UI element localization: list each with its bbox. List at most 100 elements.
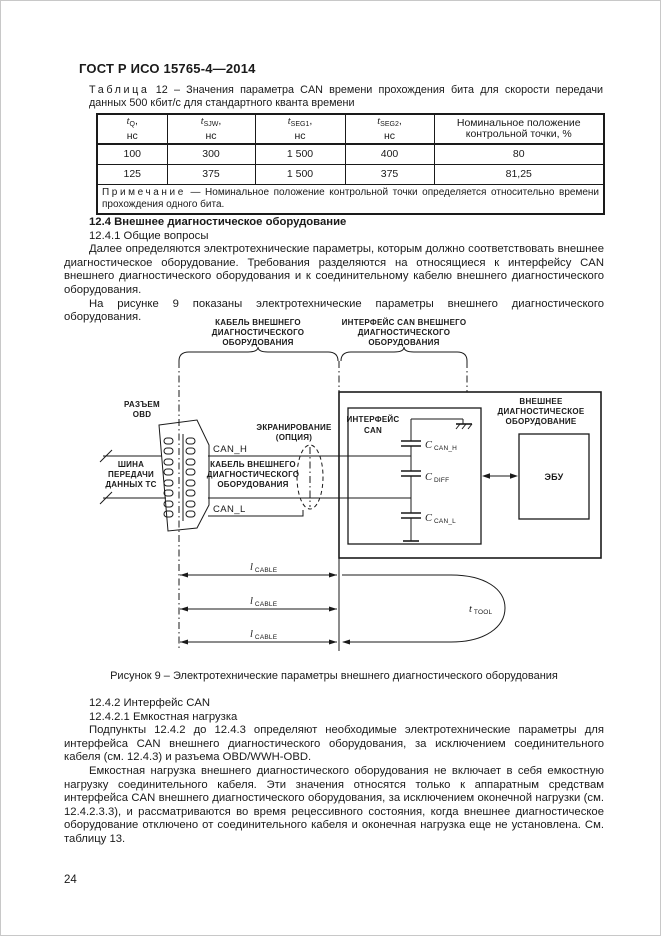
obd-connector-pins (163, 437, 196, 518)
svg-text:ДИАГНОСТИЧЕСКОГО: ДИАГНОСТИЧЕСКОГО (358, 328, 450, 337)
svg-text:ЭКРАНИРОВАНИЕ: ЭКРАНИРОВАНИЕ (256, 423, 332, 432)
svg-text:ВНЕШНЕЕ: ВНЕШНЕЕ (519, 397, 563, 406)
figure-caption: Рисунок 9 – Электротехнические параметры… (110, 670, 558, 682)
tool-loop-curve (342, 574, 506, 643)
col-header-tseg2: tSEG2,нс (344, 113, 435, 145)
table-caption-text: – Значения параметра CAN времени прохожд… (89, 84, 604, 109)
table-cell: 375 (344, 164, 435, 185)
can-l-label: CAN_L (213, 504, 246, 515)
svg-text:РАЗЪЕМ: РАЗЪЕМ (124, 400, 160, 409)
capacitor-chain (401, 419, 421, 542)
paragraph: Подпункты 12.4.2 до 12.4.3 определяют не… (64, 724, 604, 764)
table-note-row: Примечание — Номинальное положение контр… (96, 184, 605, 215)
paragraph: Емкостная нагрузка внешнего диагностичес… (64, 764, 604, 845)
svg-text:ДИАГНОСТИЧЕСКОЕ: ДИАГНОСТИЧЕСКОЕ (498, 407, 585, 416)
svg-text:КАБЕЛЬ ВНЕШНЕГО: КАБЕЛЬ ВНЕШНЕГО (210, 460, 296, 469)
arrowhead (342, 639, 350, 645)
svg-text:ДИАГНОСТИЧЕСКОГО: ДИАГНОСТИЧЕСКОГО (212, 328, 304, 337)
heading-12-4-2-1: 12.4.2.1 Емкостная нагрузка (89, 710, 238, 723)
table-cell: 80 (433, 143, 605, 165)
svg-text:ОБОРУДОВАНИЯ: ОБОРУДОВАНИЯ (222, 338, 293, 347)
table-cell: 1 500 (254, 164, 346, 185)
external-equipment-label: ВНЕШНЕЕ ДИАГНОСТИЧЕСКОЕ ОБОРУДОВАНИЕ (498, 397, 585, 426)
svg-text:ИНТЕРФЕЙС CAN ВНЕШНЕГО: ИНТЕРФЕЙС CAN ВНЕШНЕГО (342, 318, 467, 327)
table-caption-word: Таблица (89, 84, 150, 96)
heading-12-4-2: 12.4.2 Интерфейс CAN (89, 697, 211, 709)
obd-connector (158, 419, 210, 532)
paragraph: Далее определяются электротехнические па… (64, 243, 604, 296)
table-note: Примечание — Номинальное положение контр… (96, 184, 605, 215)
col-header-tsjw: tSJW,нс (166, 113, 256, 145)
table-note-text: — Номинальное положение контрольной точк… (102, 187, 600, 210)
svg-text:CAN: CAN (364, 426, 382, 435)
col-header-tq: tQ,нс (96, 113, 168, 145)
figure-9-diagram: КАБЕЛЬ ВНЕШНЕГО ДИАГНОСТИЧЕСКОГО ОБОРУДО… (99, 318, 602, 651)
external-equipment-box (338, 391, 602, 559)
svg-text:ДАННЫХ ТС: ДАННЫХ ТС (105, 480, 156, 489)
ecu-label: ЭБУ (545, 472, 564, 482)
vehicle-bus-label: ШИНА ПЕРЕДАЧИ ДАННЫХ ТС (105, 460, 156, 489)
section-12-4-2: 12.4.2 Интерфейс CAN 12.4.2.1 Емкостная … (64, 697, 604, 847)
table-row: 100 300 1 500 400 80 (96, 143, 605, 165)
table-cell: 100 (96, 143, 168, 165)
table-cell: 125 (96, 164, 168, 185)
can-interface-label: ИНТЕРФЕЙС CAN (347, 415, 400, 435)
svg-text:ПЕРЕДАЧИ: ПЕРЕДАЧИ (108, 470, 154, 479)
brace-right (340, 346, 468, 362)
table-caption: Таблица 12 – Значения параметра CAN врем… (89, 84, 603, 110)
obd-connector-label: РАЗЪЕМ OBD (124, 400, 160, 419)
svg-text:КАБЕЛЬ ВНЕШНЕГО: КАБЕЛЬ ВНЕШНЕГО (215, 318, 301, 327)
col-header-tseg1: tSEG1,нс (254, 113, 346, 145)
heading-12-4-1: 12.4.1 Общие вопросы (89, 229, 209, 242)
svg-text:ОБОРУДОВАНИЯ: ОБОРУДОВАНИЯ (368, 338, 439, 347)
svg-text:ИНТЕРФЕЙС: ИНТЕРФЕЙС (347, 415, 400, 424)
bus-break-top (99, 449, 113, 463)
table-12: tQ,нс tSJW,нс tSEG1,нс tSEG2,нс Номиналь… (96, 113, 605, 215)
table-header-row: tQ,нс tSJW,нс tSEG1,нс tSEG2,нс Номиналь… (96, 113, 605, 145)
table-row: 125 375 1 500 375 81,25 (96, 164, 605, 185)
table-caption-number: 12 (155, 84, 168, 96)
svg-text:ШИНА: ШИНА (118, 460, 144, 469)
ground-icon (411, 418, 473, 430)
table-cell: 375 (166, 164, 256, 185)
can-h-label: CAN_H (213, 444, 247, 455)
arrowhead (510, 473, 518, 479)
brace-left (178, 346, 339, 362)
paragraph: На рисунке 9 показаны электротехнические… (64, 297, 604, 324)
page-header: ГОСТ Р ИСО 15765-4—2014 (79, 61, 256, 76)
can-interface-box (347, 407, 482, 545)
section-12-4: 12.4 Внешнее диагностическое оборудовани… (64, 216, 604, 325)
shield-label: ЭКРАНИРОВАНИЕ (ОПЦИЯ) (256, 423, 332, 442)
heading-12-4: 12.4 Внешнее диагностическое оборудовани… (89, 216, 347, 228)
ecu-box (518, 433, 590, 520)
svg-text:(ОПЦИЯ): (ОПЦИЯ) (276, 433, 312, 442)
arrowhead (482, 473, 490, 479)
table-cell: 81,25 (433, 164, 605, 185)
svg-text:ОБОРУДОВАНИЯ: ОБОРУДОВАНИЯ (217, 480, 288, 489)
shield-ellipse (296, 444, 324, 510)
svg-text:OBD: OBD (133, 410, 152, 419)
table-cell: 400 (344, 143, 435, 165)
col-header-sample-point: Номинальное положение контрольной точки,… (433, 113, 605, 145)
cable-label: КАБЕЛЬ ВНЕШНЕГО ДИАГНОСТИЧЕСКОГО ОБОРУДО… (207, 460, 299, 489)
table-cell: 1 500 (254, 143, 346, 165)
table-note-word: Примечание (102, 187, 186, 198)
table-cell: 300 (166, 143, 256, 165)
cable-region-label: КАБЕЛЬ ВНЕШНЕГО ДИАГНОСТИЧЕСКОГО ОБОРУДО… (212, 318, 304, 347)
shield-drain-wire (208, 510, 304, 517)
svg-text:ОБОРУДОВАНИЕ: ОБОРУДОВАНИЕ (506, 417, 577, 426)
can-interface-region-label: ИНТЕРФЕЙС CAN ВНЕШНЕГО ДИАГНОСТИЧЕСКОГО … (342, 318, 467, 347)
bus-break-bottom (99, 491, 113, 505)
page-number: 24 (64, 874, 77, 886)
